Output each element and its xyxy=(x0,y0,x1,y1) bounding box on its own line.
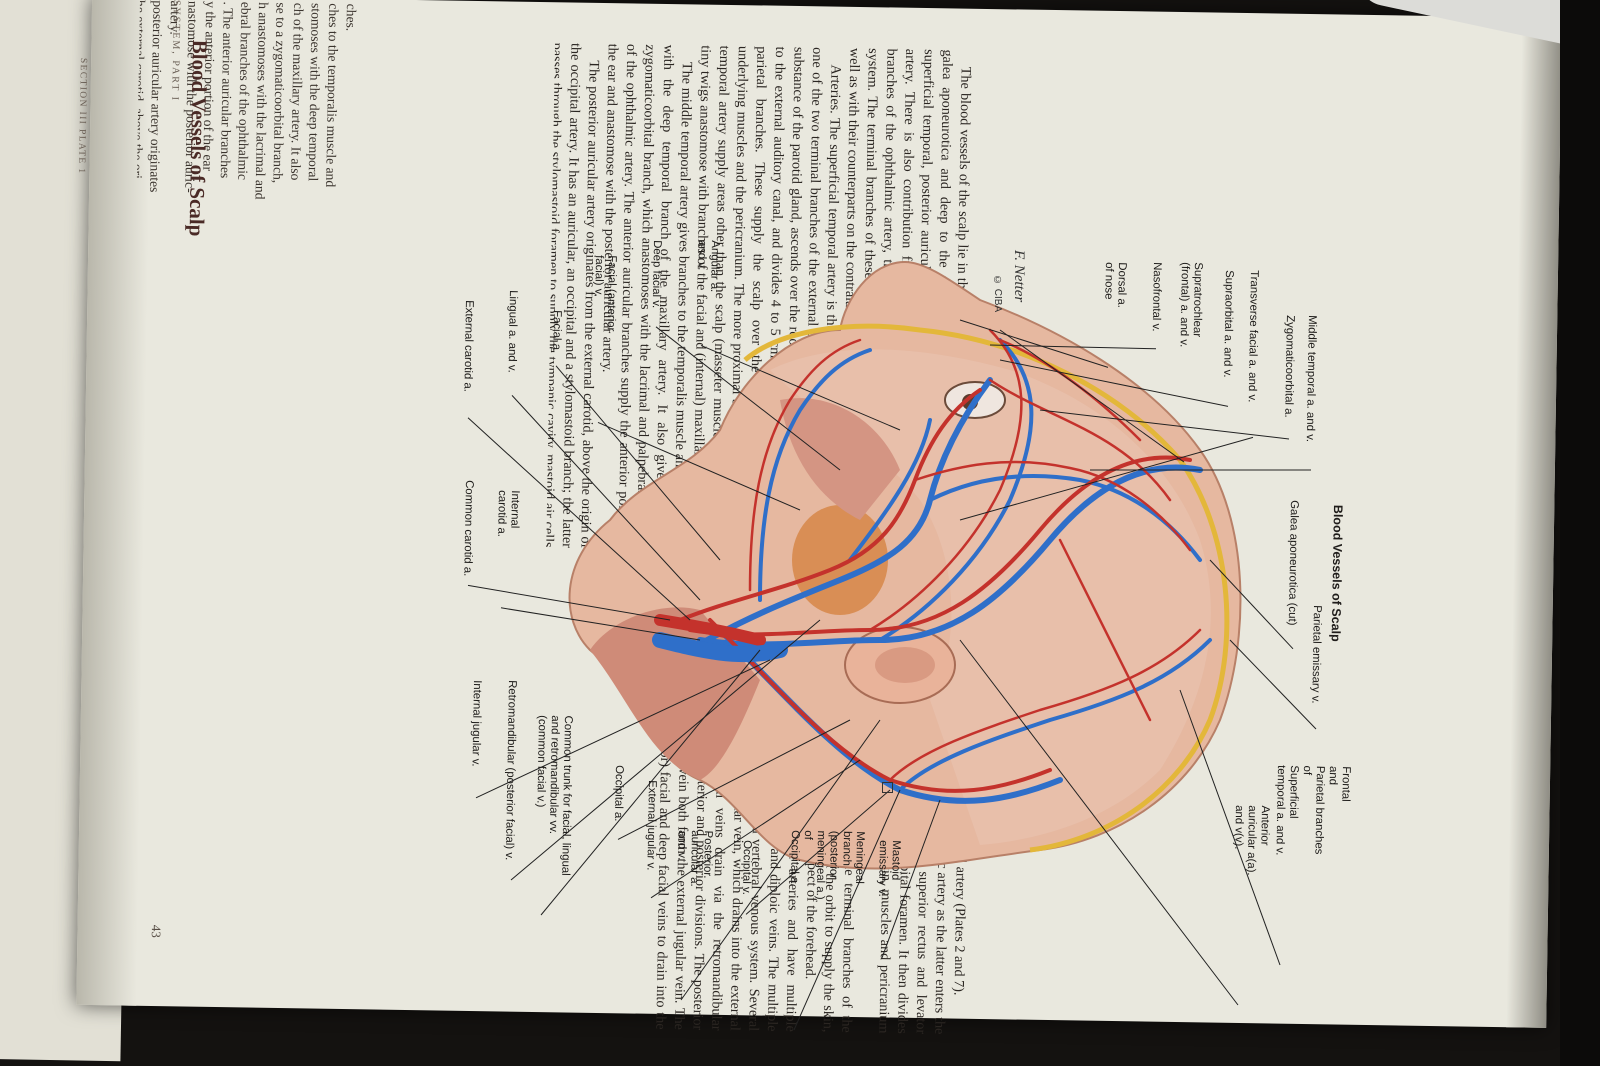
leader-line xyxy=(999,329,1185,463)
label-zygomaticoorbital: Zygomaticoorbital a. xyxy=(1282,315,1296,418)
artery-5 xyxy=(868,328,1023,632)
artery-3 xyxy=(708,618,1052,793)
label-meningeal-branch: Meningeal branch (posterior meningeal a.… xyxy=(788,830,866,900)
label-transverse-facial: Transverse facial a. and v. xyxy=(1245,270,1260,403)
label-deep-facial: Deep facial v. xyxy=(649,240,663,309)
leader-line xyxy=(1179,689,1281,966)
leader-line xyxy=(745,789,891,915)
leader-line xyxy=(597,421,801,511)
label-nasofrontal: Nasofrontal v. xyxy=(1149,262,1163,332)
artery-9 xyxy=(1058,538,1152,722)
leader-line xyxy=(511,395,701,601)
leader-line xyxy=(617,719,851,840)
leader-line xyxy=(475,659,771,799)
book-edge xyxy=(1560,0,1600,1066)
artery-1 xyxy=(678,388,982,622)
copyright-credit: © CIBA xyxy=(992,275,1003,313)
label-middle-temporal: Middle temporal a. and v. xyxy=(1303,315,1318,443)
leader-line xyxy=(959,319,1109,368)
vein-5 xyxy=(878,338,1034,642)
artery-10 xyxy=(988,378,1172,502)
leader-line xyxy=(1039,409,1290,440)
leader-line xyxy=(700,344,901,431)
label-common-carotid: Common carotid a. xyxy=(461,480,475,577)
vein-6 xyxy=(758,348,872,602)
artist-signature: F. Netter xyxy=(1011,250,1027,303)
label-internal-jugular: Internal jugular v. xyxy=(469,680,483,767)
label-dorsal-nose: Dorsal a. of nose xyxy=(1102,262,1128,309)
internal-jugular-vein xyxy=(652,632,788,663)
leader-line xyxy=(500,607,701,641)
vein-1 xyxy=(687,377,993,653)
vein-7 xyxy=(898,638,1212,792)
leader-line xyxy=(467,417,691,621)
label-mastoid-emissary: Mastoid emissary v. xyxy=(876,840,902,897)
label-galea: Galea aponeurotica (cut) xyxy=(1285,500,1300,626)
leader-line xyxy=(999,359,1229,407)
leader-line xyxy=(650,759,861,899)
label-occipital-v: Occipital v. xyxy=(740,840,753,896)
label-facial-a: Facial a. xyxy=(550,310,563,354)
label-supraorbital: Supraorbital a. and v. xyxy=(1221,270,1235,378)
vein-8 xyxy=(848,418,932,562)
parotid-gland xyxy=(792,505,888,615)
leader-line xyxy=(655,326,841,471)
label-occipital-a: Occipital a. xyxy=(612,765,625,822)
label-external-carotid: External carotid a. xyxy=(461,300,475,393)
label-anterior-auricular: Anterior auricular a(a). and v(v). xyxy=(1232,805,1271,876)
leader-line xyxy=(1229,639,1317,730)
label-angular: Angular a. and v. xyxy=(695,240,721,293)
facial-muscle xyxy=(780,398,900,520)
leader-line xyxy=(959,436,1254,521)
ear-inner xyxy=(875,647,935,683)
leader-line xyxy=(555,365,721,561)
label-supratrochlear: Supratrochlear (frontal) a. and v. xyxy=(1177,262,1204,348)
leader-line xyxy=(467,584,671,621)
leader-line xyxy=(540,649,761,916)
leader-line xyxy=(959,639,1239,1006)
artery-6 xyxy=(748,338,862,592)
artery-4 xyxy=(913,460,1192,552)
leader-line xyxy=(1209,559,1294,650)
end-of-text-box xyxy=(882,782,893,793)
leader-line xyxy=(510,619,821,881)
leader-line xyxy=(881,799,941,958)
label-lingual: Lingual a. and v. xyxy=(505,290,519,373)
label-frontal-parietal: Frontal and Parietal branches of Superfi… xyxy=(1273,765,1352,856)
leader-line xyxy=(793,789,901,1031)
label-parietal-emissary: Parietal emissary v. xyxy=(1309,605,1323,704)
label-posterior-auricular: Posterior auricular a. and v. xyxy=(675,830,714,887)
label-internal-carotid: Internal carotid a. xyxy=(495,490,521,538)
leader-line xyxy=(680,719,881,1001)
label-external-jugular: External jugular v. xyxy=(644,780,658,871)
label-facial-anterior: Facial (anterior facial) v. xyxy=(592,255,618,332)
leader-line xyxy=(989,344,1157,350)
label-common-trunk: Common trunk for facial, lingual and ret… xyxy=(534,715,574,876)
common-carotid-artery xyxy=(654,614,766,646)
artery-7 xyxy=(888,628,1202,782)
